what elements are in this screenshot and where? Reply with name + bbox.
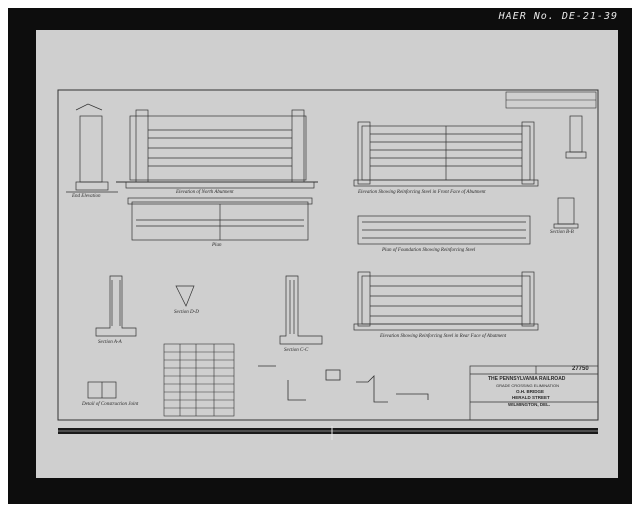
- section-c-drawing: [279, 275, 323, 345]
- end-elevation-drawing: [66, 103, 118, 193]
- construction-joint-drawing: [87, 381, 117, 399]
- project-name: GRADE CROSSING ELIMINATION: [496, 383, 560, 388]
- section-a-title: Section A-A: [98, 340, 122, 345]
- drawing-sheet: Elevation of North Abutment Elevation Sh…: [36, 30, 618, 478]
- rear-face-reinforcing-drawing: [353, 271, 539, 331]
- section-d-title: Section D-D: [174, 310, 199, 315]
- rear-face-reinforcing-title: Elevation Showing Reinforcing Steel in R…: [380, 334, 507, 339]
- footing-reinforcing-drawing: [357, 215, 531, 245]
- haer-stamp: HAER No. DE-21-39: [498, 11, 618, 22]
- section-c-title: Section C-C: [284, 348, 309, 353]
- north-abutment-elevation-drawing: [116, 109, 318, 189]
- railroad-name: THE PENNSYLVANIA RAILROAD: [488, 376, 566, 382]
- hook-detail-drawing: [175, 285, 195, 307]
- film-frame: HAER No. DE-21-39: [8, 8, 632, 504]
- front-face-reinforcing-drawing: [353, 121, 539, 187]
- drawing-linework: [57, 89, 599, 440]
- revision-box: [505, 91, 597, 109]
- plan-title: Plan: [212, 243, 222, 248]
- section-a-drawing: [95, 275, 137, 337]
- title-block: [469, 365, 599, 421]
- footing-reinforcing-title: Plan of Foundation Showing Reinforcing S…: [382, 248, 476, 253]
- north-abutment-elevation-title: Elevation of North Abutment: [176, 190, 234, 195]
- bar-bend-details: [258, 365, 429, 403]
- drawing-number: 27750: [572, 366, 589, 372]
- end-elevation-title: End Elevation: [72, 194, 101, 199]
- section-b-drawing: [553, 197, 579, 229]
- street-name: HERALD STREET: [512, 395, 550, 400]
- section-b-title: Section B-B: [550, 230, 574, 235]
- city-name: WILMINGTON, DEL.: [508, 402, 551, 407]
- scale-bar: [58, 426, 598, 440]
- front-face-reinforcing-title: Elevation Showing Reinforcing Steel in F…: [358, 190, 486, 195]
- end-section-detail-drawing: [565, 115, 587, 159]
- bar-schedule-table: [163, 343, 235, 417]
- construction-joint-title: Detail of Construction Joint: [82, 402, 139, 407]
- bridge-name: O.H. BRIDGE: [516, 389, 545, 394]
- plan-drawing: [127, 197, 313, 241]
